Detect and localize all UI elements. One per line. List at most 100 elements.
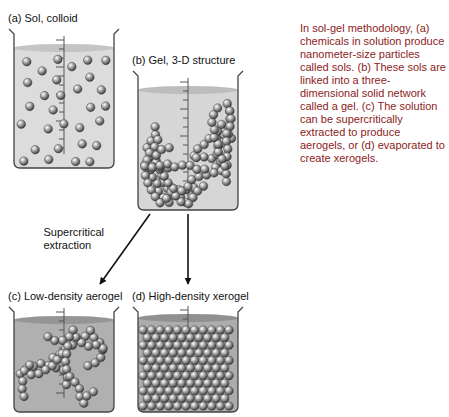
particle [25,102,34,111]
particle [143,364,152,373]
scale-tick [59,112,64,113]
particle [169,379,178,388]
particle [169,333,178,342]
particle [203,364,212,373]
particle [212,333,221,342]
particle [203,394,212,403]
particle [192,153,201,162]
particle [92,340,101,349]
scale-tick [59,103,64,104]
particle [165,341,174,350]
particle [199,387,208,396]
particle [151,122,160,131]
particle [165,402,174,411]
scale-tick [56,312,64,313]
particle [38,67,47,76]
particle [165,143,174,152]
process-arrow [187,214,189,284]
particle [177,333,186,342]
particle [54,144,63,153]
particle [156,356,165,365]
scale-tick [56,67,64,68]
particle [173,356,182,365]
particle [190,402,199,411]
particle [165,387,174,396]
particle [226,107,235,116]
particle [186,333,195,342]
beaker-outline [9,29,119,168]
scale-tick [59,321,64,322]
particle [195,364,204,373]
particle [75,123,84,132]
particle [139,402,148,411]
particle [139,387,148,396]
particle [208,387,217,396]
particle [148,163,157,172]
particle [216,387,225,396]
particle [216,341,225,350]
particle [17,120,26,129]
scale-tick [183,154,188,155]
particle [195,333,204,342]
particles [16,326,108,408]
particle [152,364,161,373]
beaker-glass [14,308,114,412]
particle [210,169,219,178]
particle [160,349,169,358]
particle [20,392,29,401]
scale-tick [183,127,188,128]
particle [190,326,199,335]
particle [220,364,229,373]
beaker-illustration [8,28,120,170]
particle [216,371,225,380]
particle [208,341,217,350]
particle [73,85,82,94]
particle [190,356,199,365]
particle [156,387,165,396]
particle [222,137,231,146]
beaker-glass [14,36,114,168]
particle [173,387,182,396]
particle [56,91,65,100]
particle [199,341,208,350]
beaker-illustration [8,306,120,414]
particle [199,371,208,380]
particle [83,56,92,65]
particle [208,118,217,127]
particle [62,380,71,389]
particle [75,384,84,393]
panel-label: (d) High-density xerogel [132,289,251,303]
particle [220,379,229,388]
particle [184,200,193,209]
particle [160,364,169,373]
particle [199,326,208,335]
particle [199,356,208,365]
particle [225,387,234,396]
particle [139,326,148,335]
scale-tick [59,139,64,140]
scale-tick [183,100,188,101]
particle [190,387,199,396]
scale-tick [183,172,188,173]
particle [152,379,161,388]
particle [199,402,208,411]
particle [182,387,191,396]
particle [186,379,195,388]
scale-tick [183,145,188,146]
particle [177,364,186,373]
particle [208,402,217,411]
particle [220,333,229,342]
particles [139,326,234,411]
particle [97,86,106,95]
particles [140,99,235,208]
liquid [138,318,238,412]
particle [200,153,209,162]
particle [44,155,53,164]
particle [156,326,165,335]
particle [220,394,229,403]
particle [31,145,40,154]
particle [147,371,156,380]
particle [182,402,191,411]
particle [177,394,186,403]
particle [225,341,234,350]
